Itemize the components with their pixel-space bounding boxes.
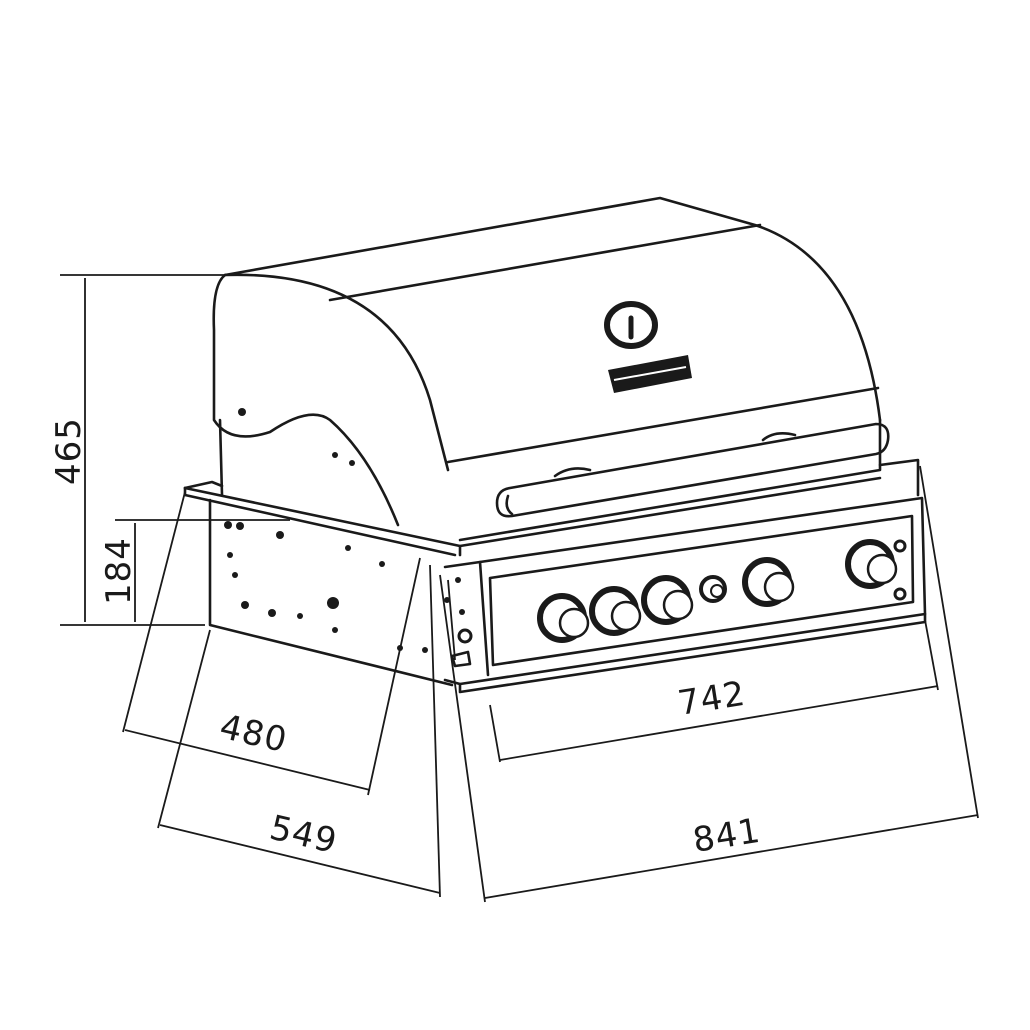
igniter-button-icon	[699, 575, 727, 603]
side-burner-knob-icon	[845, 539, 907, 601]
dimension-lines	[60, 274, 979, 903]
brand-logo-plate	[608, 355, 692, 393]
burner-knob-icon	[641, 575, 694, 625]
burner-knob-icon	[537, 593, 590, 643]
dimension-total-height: 465	[49, 417, 89, 485]
thermometer-gauge-icon	[604, 301, 658, 349]
dimension-base-height: 184	[99, 537, 139, 605]
burner-knob-icon	[742, 557, 795, 607]
burner-knob-icon	[589, 586, 642, 636]
grill-lid	[212, 196, 882, 542]
lid-handle	[495, 422, 890, 518]
grill-base	[183, 458, 927, 694]
dimension-cutout-width: 742	[675, 674, 748, 724]
control-knobs	[537, 539, 907, 643]
dimension-cutout-depth: 480	[216, 707, 291, 761]
